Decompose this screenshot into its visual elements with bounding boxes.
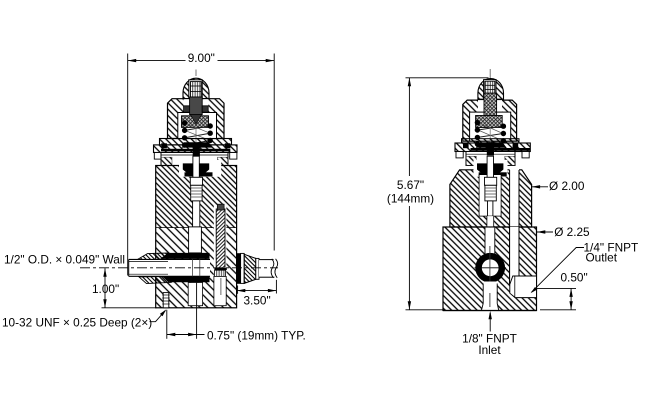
svg-text:3.50": 3.50" (244, 293, 271, 307)
svg-text:0.75" (19mm) TYP.: 0.75" (19mm) TYP. (207, 328, 306, 342)
svg-text:Inlet: Inlet (478, 343, 501, 357)
svg-text:1.00": 1.00" (92, 282, 119, 296)
svg-text:9.00": 9.00" (188, 51, 215, 65)
svg-text:Outlet: Outlet (586, 251, 618, 265)
svg-text:1/4" FNPT: 1/4" FNPT (584, 241, 639, 255)
svg-text:Ø 2.25: Ø 2.25 (554, 225, 590, 239)
svg-text:Ø 2.00: Ø 2.00 (549, 179, 585, 193)
svg-text:1/8" FNPT: 1/8" FNPT (462, 332, 517, 346)
svg-text:1/2" O.D. × 0.049" Wall: 1/2" O.D. × 0.049" Wall (4, 252, 125, 266)
svg-text:(144mm): (144mm) (387, 191, 434, 205)
svg-text:5.67": 5.67" (397, 178, 424, 192)
svg-text:10-32 UNF × 0.25 Deep (2×): 10-32 UNF × 0.25 Deep (2×) (2, 315, 152, 329)
svg-text:0.50": 0.50" (561, 271, 588, 285)
